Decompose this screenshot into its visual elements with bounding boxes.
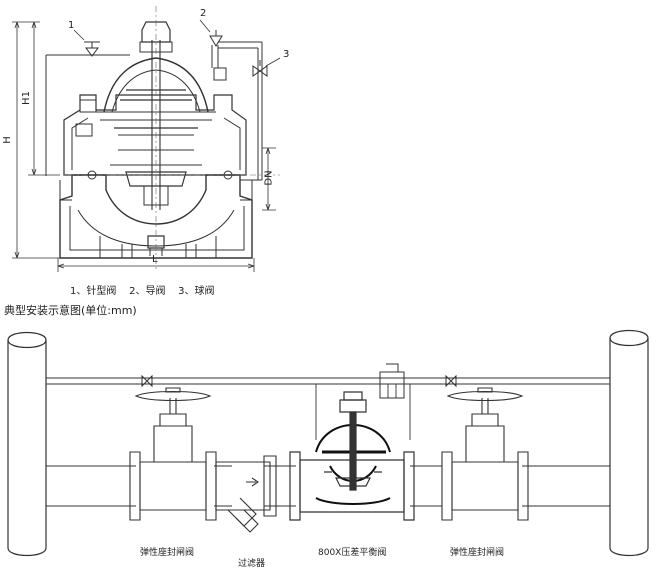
- dimension-dn-label: DN: [263, 170, 275, 186]
- bypass-tubing: [46, 377, 610, 440]
- left-column-pipe: [7, 331, 47, 557]
- centerlines: [40, 6, 280, 270]
- dimension-h1-label: H1: [20, 91, 32, 105]
- needle-valve-symbol: [84, 41, 100, 57]
- right-column-pipe: [609, 329, 649, 557]
- dimension-l-label: L: [152, 254, 158, 265]
- dimension-lines: [12, 21, 276, 272]
- main-valve-800x: [289, 391, 415, 521]
- tubing-valves: [141, 363, 457, 399]
- callout-leaders: [73, 19, 281, 67]
- valve-legend: 1、针型阀 2、导阀 3、球阀: [70, 286, 215, 297]
- label-main-valve: 800X压差平衡阀: [318, 548, 387, 558]
- label-strainer: 过滤器: [238, 559, 266, 569]
- figure-caption: 典型安装示意图(单位:mm): [4, 304, 137, 317]
- callout-1: 1: [68, 20, 75, 31]
- callout-2: 2: [200, 8, 207, 19]
- main-pipe: [46, 465, 610, 507]
- label-gate-valve-left: 弹性座封闸阀: [140, 548, 195, 558]
- pilot-valve-symbol: [209, 30, 223, 47]
- callout-3: 3: [283, 49, 290, 60]
- label-gate-valve-right: 弹性座封闸阀: [450, 548, 505, 558]
- left-gate-valve: [129, 387, 217, 521]
- installation-diagram: [7, 329, 649, 557]
- right-gate-valve: [441, 387, 529, 521]
- dimension-h-label: H: [1, 136, 13, 144]
- ball-valve-symbol: [252, 60, 268, 77]
- strainer: [215, 455, 277, 533]
